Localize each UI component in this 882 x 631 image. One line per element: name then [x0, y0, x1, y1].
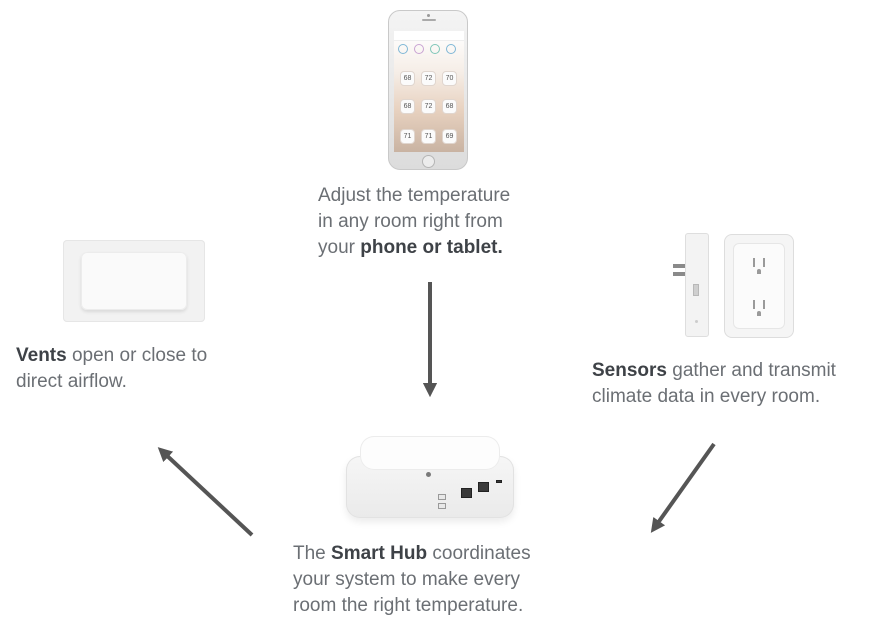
temp-tile: 71 [421, 129, 436, 144]
temp-tile: 70 [442, 71, 457, 86]
hub-caption: The Smart Hub coordinates your system to… [293, 541, 593, 619]
sensors-caption: Sensors gather and transmit climate data… [592, 358, 877, 410]
phone-app-header [394, 31, 464, 41]
room-ring-icon [398, 44, 408, 54]
ethernet-port-icon [478, 482, 489, 492]
room-ring-icon [430, 44, 440, 54]
phone-device-image: 68 72 70 68 72 68 71 71 69 [388, 10, 468, 170]
phone-caption-line: Adjust the temperature [318, 185, 511, 206]
hub-lid [360, 436, 500, 470]
usb-port-icon [438, 494, 446, 500]
room-ring-icon [446, 44, 456, 54]
vent-louver [81, 252, 187, 310]
plug-prong [673, 264, 686, 268]
vents-caption-line: direct airflow. [16, 371, 127, 392]
arrow-hub-to-vents [157, 447, 254, 537]
outlet-socket-icon [747, 255, 771, 277]
status-led [695, 320, 698, 323]
temp-tile: 69 [442, 129, 457, 144]
phone-caption-bold: phone or tablet. [360, 237, 503, 258]
temp-tile: 71 [400, 129, 415, 144]
phone-caption-line: your phone or tablet. [318, 235, 578, 261]
hub-caption-line: your system to make every [293, 569, 521, 590]
sensor-front-image [724, 234, 794, 338]
sensor-side-image [685, 233, 709, 337]
phone-caption-text: your [318, 237, 361, 258]
phone-caption: Adjust the temperature in any room right… [318, 183, 578, 261]
arrow-sensors-to-hub [650, 442, 716, 533]
hub-caption-line: room the right temperature. [293, 595, 524, 616]
phone-speaker [422, 19, 436, 21]
temp-tile: 68 [442, 99, 457, 114]
vents-caption-line: Vents open or close to [16, 343, 266, 369]
sensors-caption-bold: Sensors [592, 360, 667, 381]
outlet-plate [733, 243, 785, 329]
sensors-caption-text: gather and transmit [666, 360, 836, 381]
ethernet-port-icon [461, 488, 472, 498]
temp-tile: 72 [421, 99, 436, 114]
vents-caption-text: open or close to [66, 345, 208, 366]
usb-port-icon [693, 284, 699, 296]
phone-camera [427, 14, 430, 17]
vents-caption-bold: Vents [16, 345, 67, 366]
temp-tile: 68 [400, 99, 415, 114]
power-port-icon [496, 480, 502, 483]
usb-port-icon [438, 503, 446, 509]
outlet-socket-icon [747, 297, 771, 319]
hub-caption-bold: Smart Hub [331, 543, 428, 564]
hub-caption-text: The [293, 543, 332, 564]
hub-caption-line: The Smart Hub coordinates [293, 541, 593, 567]
sensors-caption-line: climate data in every room. [592, 386, 821, 407]
phone-screen: 68 72 70 68 72 68 71 71 69 [394, 31, 464, 152]
hub-led [426, 472, 431, 477]
room-ring-icon [414, 44, 424, 54]
vents-caption: Vents open or close to direct airflow. [16, 343, 266, 395]
phone-home-button [422, 155, 435, 168]
temp-tile: 72 [421, 71, 436, 86]
phone-caption-line: in any room right from [318, 211, 503, 232]
hub-caption-text: coordinates [427, 543, 531, 564]
smart-hub-image [346, 430, 514, 518]
plug-prong [673, 272, 686, 276]
temp-tile: 68 [400, 71, 415, 86]
vent-device-image [63, 240, 205, 322]
sensors-caption-line: Sensors gather and transmit [592, 358, 877, 384]
